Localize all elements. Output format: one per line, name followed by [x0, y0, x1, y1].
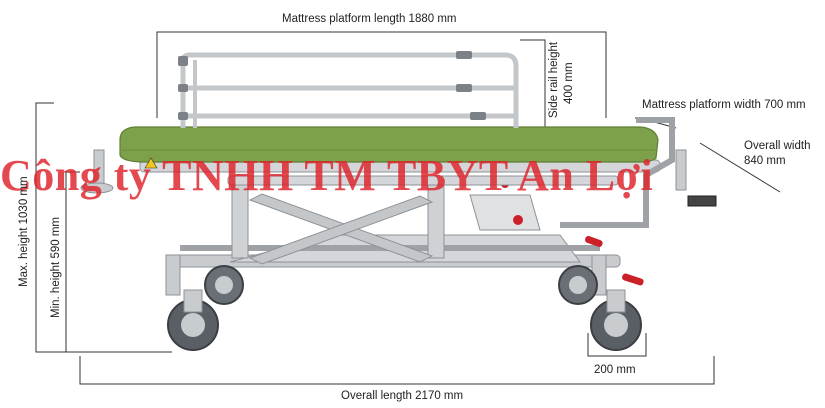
watermark: Công ty TNHH TM TBYT An Lợi: [0, 151, 654, 200]
label-min-height: Min. height 590 mm: [50, 217, 62, 318]
foot-push-handle: [675, 149, 687, 191]
label-side-rail-height-2: 400 mm: [563, 62, 575, 104]
side-rail-clamps: [178, 51, 486, 120]
mattress: [119, 126, 659, 169]
caster-front: [183, 289, 203, 313]
clamp: [470, 112, 486, 120]
label-wheel-size: 200 mm: [594, 364, 636, 376]
clamp: [178, 84, 188, 92]
scissor-b: [248, 195, 434, 265]
label-max-height: Max. height 1030 mm: [18, 176, 30, 287]
label-overall-length: Overall length 2170 mm: [341, 390, 464, 402]
clamp: [178, 56, 188, 66]
upper-frame: [80, 117, 717, 228]
dim-mattress-length: [156, 31, 607, 118]
dim-min-height: [65, 171, 80, 352]
label-mattress-length: Mattress platform length 1880 mm: [282, 13, 457, 25]
dim-overall-length: [79, 356, 715, 385]
clamp: [456, 51, 472, 59]
wheels: [167, 265, 642, 351]
wheel-front-far-hub: [215, 276, 233, 294]
lift-columns: [231, 179, 541, 265]
dim-wheel-size: [587, 333, 647, 357]
caster-rear: [606, 289, 626, 313]
clamp: [178, 112, 188, 120]
dim-max-height: [35, 102, 172, 353]
label-overall-width-1: Overall width: [744, 140, 811, 152]
iv-holder: [687, 195, 717, 207]
wheel-rear-near-hub: [604, 313, 628, 337]
foot-handle-loop: [560, 117, 675, 228]
base-front-leg: [165, 254, 181, 296]
wheel-rear-far-hub: [569, 276, 587, 294]
dimension-lines: [35, 31, 781, 385]
label-overall-width-2: 840 mm: [744, 155, 786, 167]
wheel-front-near-hub: [181, 313, 205, 337]
pump-knob: [513, 215, 523, 225]
mattress-body: [119, 126, 659, 163]
head-bumper: [80, 182, 114, 194]
brake-pedal-rear: [622, 273, 644, 286]
lift-pedal: [585, 235, 603, 247]
label-mattress-width: Mattress platform width 700 mm: [642, 99, 806, 111]
dim-overall-width: [699, 142, 781, 193]
label-side-rail-height-1: Side rail height: [548, 41, 560, 118]
clamp: [456, 84, 472, 92]
lower-rail: [227, 175, 619, 186]
warning-label: [144, 157, 158, 169]
